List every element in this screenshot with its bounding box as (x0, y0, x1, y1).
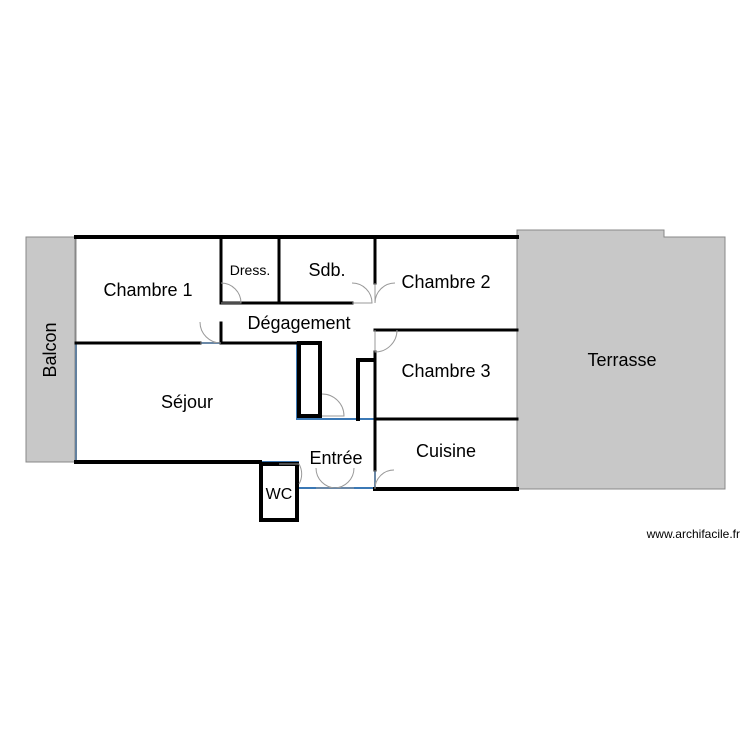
room-label-terrasse: Terrasse (587, 350, 656, 370)
room-label-chambre1: Chambre 1 (103, 280, 192, 300)
room-label-wc: WC (266, 486, 293, 503)
room-label-balcon: Balcon (40, 322, 60, 377)
room-label-entree: Entrée (309, 448, 362, 468)
room-label-dress: Dress. (230, 262, 270, 278)
room-label-chambre3: Chambre 3 (401, 361, 490, 381)
room-label-sdb: Sdb. (308, 260, 345, 280)
room-label-cuisine: Cuisine (416, 441, 476, 461)
window-lines (75, 237, 518, 489)
doors (199, 282, 398, 490)
walls (74, 235, 519, 522)
room-label-sejour: Séjour (161, 392, 213, 412)
watermark-text: www.archifacile.fr (646, 527, 740, 541)
balcon-area[interactable] (25, 236, 76, 463)
room-label-degagement: Dégagement (247, 313, 350, 333)
room-label-chambre2: Chambre 2 (401, 272, 490, 292)
